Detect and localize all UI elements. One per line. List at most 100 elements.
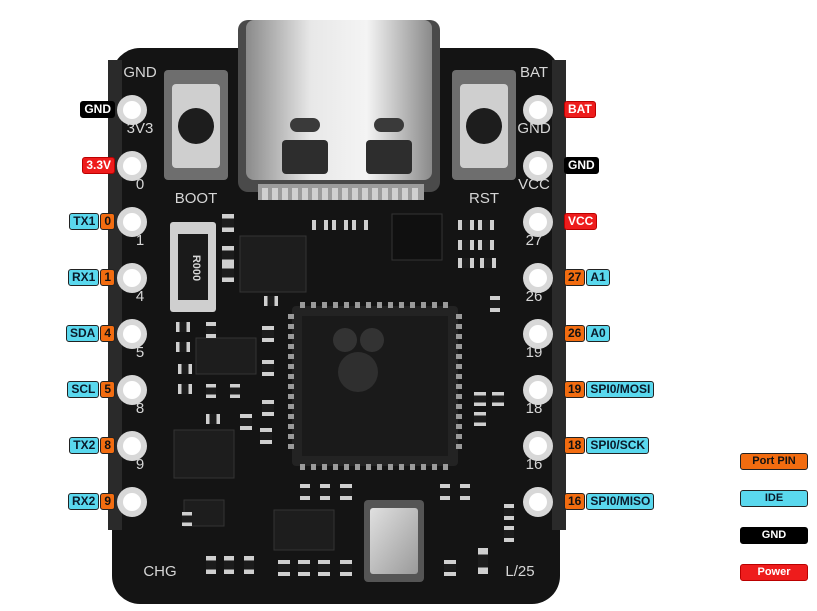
smd-component (504, 504, 514, 520)
chip-pin (288, 444, 294, 449)
chip-pin (288, 424, 294, 429)
chip-pin (432, 464, 437, 470)
regulator-chip (239, 235, 307, 293)
smd-component (458, 240, 474, 250)
smd-component (224, 556, 234, 574)
ide-tag: RX2 (67, 493, 100, 510)
port-tag: 1 (100, 269, 115, 286)
ide-tag: A0 (586, 325, 610, 342)
smd-component (300, 484, 310, 500)
right-pad-5 (523, 375, 553, 405)
ide-tag: SPI0/MISO (586, 493, 655, 510)
usb-c-connector (238, 20, 440, 200)
usb-pin (302, 188, 308, 200)
smd-component (262, 326, 274, 342)
chip-pin (288, 314, 294, 319)
chip-pin (432, 302, 437, 308)
ide-tag: A1 (586, 269, 610, 286)
rst-button (452, 70, 516, 180)
smd-component (298, 560, 310, 576)
right-pad-3 (523, 263, 553, 293)
silk-left-0: GND (123, 64, 157, 81)
port-tag: 8 (100, 437, 115, 454)
port-tag: 9 (100, 493, 115, 510)
usb-pin (292, 188, 298, 200)
left-pad-2 (117, 207, 147, 237)
chip-pin (388, 464, 393, 470)
chip-pin (456, 314, 462, 319)
power-tag: VCC (564, 213, 598, 230)
smd-component (340, 484, 352, 500)
chip-pin (456, 404, 462, 409)
smd-component (206, 384, 216, 398)
legend-gnd-swatch: GND (740, 527, 808, 544)
smd-component (474, 392, 486, 406)
smd-component (312, 220, 328, 230)
smd-component (458, 258, 474, 268)
chip-pin (288, 404, 294, 409)
gnd-tag: GND (564, 157, 599, 174)
smd-component (460, 484, 470, 500)
silk-right-5: 19 (526, 344, 543, 361)
chip-pin (300, 302, 305, 308)
chip-pin (456, 394, 462, 399)
current-sense-resistor (170, 222, 216, 312)
silk-left-3: 1 (136, 232, 144, 249)
port-tag: 27 (564, 269, 586, 286)
smd-component (492, 392, 504, 406)
legend-item: GND (740, 525, 808, 544)
ide-tag: SPI0/MOSI (586, 381, 655, 398)
chip-pin (322, 302, 327, 308)
silk-right-6: 18 (526, 400, 543, 417)
usb-pin (372, 188, 378, 200)
chip-pin (366, 302, 371, 308)
left-pin-label: 3.3V (82, 157, 115, 174)
smd-component (176, 342, 190, 352)
chip-pin (456, 424, 462, 429)
silk-right-3: 27 (526, 232, 543, 249)
chip-pin (288, 334, 294, 339)
smd-component (478, 548, 488, 574)
port-tag: 0 (100, 213, 115, 230)
silk-right-0: BAT (520, 64, 548, 81)
ide-tag: RX1 (67, 269, 100, 286)
castellated-pads (117, 95, 553, 517)
legend-power-swatch: Power (740, 564, 808, 581)
chip-pin (333, 464, 338, 470)
port-tag: 5 (100, 381, 115, 398)
smd-component (458, 220, 474, 230)
rp2040-chip (292, 306, 458, 466)
left-pad-3 (117, 263, 147, 293)
ide-tag: SPI0/SCK (586, 437, 650, 454)
smd-component (318, 560, 330, 576)
chip-pin (288, 344, 294, 349)
left-pad-4 (117, 319, 147, 349)
silk-right-1: GND (517, 120, 551, 137)
usb-pin (332, 188, 338, 200)
chip-pins (288, 302, 462, 470)
chg-label: CHG (143, 563, 176, 580)
chip-pin (456, 444, 462, 449)
left-pad-0 (117, 95, 147, 125)
crystal (364, 500, 424, 582)
smd-component (182, 512, 192, 526)
smd-component (178, 384, 192, 394)
smd-component (206, 556, 216, 574)
chip-pin (288, 384, 294, 389)
smd-component (176, 322, 190, 332)
chip-pin (456, 354, 462, 359)
usb-pins (262, 188, 418, 200)
legend-port-swatch: Port PIN (740, 453, 808, 470)
smd-component (474, 412, 486, 426)
legend-item: Power (740, 562, 808, 581)
chip-pin (388, 302, 393, 308)
port-tag: 16 (564, 493, 586, 510)
right-pin-label: VCC (564, 213, 598, 230)
